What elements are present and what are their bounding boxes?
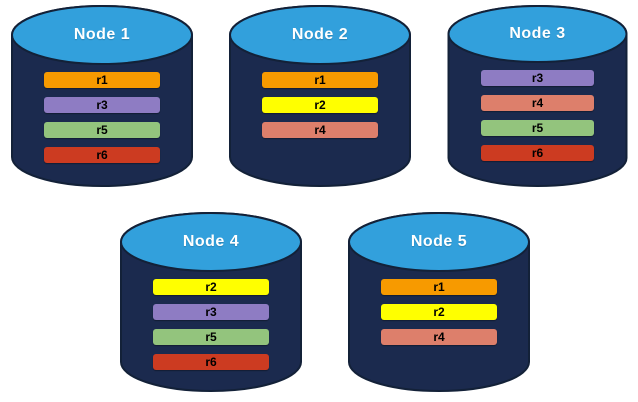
record-bar[interactable]: r5 <box>44 122 160 138</box>
record-list: r1 r3 r5 r6 <box>10 72 194 163</box>
record-label: r6 <box>205 355 217 369</box>
record-list: r1 r2 r4 <box>347 279 531 345</box>
cylinder-shape <box>120 212 302 392</box>
record-bar[interactable]: r5 <box>481 120 594 136</box>
record-label: r1 <box>96 73 108 87</box>
cylinder-top-cap <box>229 5 411 65</box>
cylinder-top-cap <box>120 212 302 272</box>
record-label: r4 <box>531 96 544 110</box>
record-bar[interactable]: r3 <box>481 70 594 86</box>
record-label: r2 <box>205 280 217 294</box>
record-label: r4 <box>433 330 445 344</box>
record-label: r6 <box>531 146 544 160</box>
cylinder-shape <box>229 5 411 187</box>
record-list: r1 r2 r4 <box>228 72 412 138</box>
record-label: r5 <box>96 123 108 137</box>
cylinder-shape <box>348 212 530 392</box>
cylinder-shape <box>11 5 193 187</box>
record-bar[interactable]: r4 <box>481 95 594 111</box>
record-bar[interactable]: r1 <box>44 72 160 88</box>
record-bar[interactable]: r2 <box>262 97 378 113</box>
cylinder-top-cap <box>348 212 530 272</box>
record-label: r3 <box>205 305 217 319</box>
record-bar[interactable]: r3 <box>44 97 160 113</box>
record-label: r2 <box>314 98 326 112</box>
record-bar[interactable]: r2 <box>153 279 269 295</box>
record-label: r1 <box>433 280 445 294</box>
record-label: r6 <box>96 148 108 162</box>
cylinder-top-cap <box>11 5 193 65</box>
record-bar[interactable]: r1 <box>381 279 497 295</box>
record-bar[interactable]: r2 <box>381 304 497 320</box>
record-bar[interactable]: r4 <box>262 122 378 138</box>
record-label: r5 <box>531 121 544 135</box>
record-list: r3 r4 r5 r6 <box>447 70 628 161</box>
record-bar[interactable]: r5 <box>153 329 269 345</box>
record-label: r4 <box>314 123 326 137</box>
record-label: r5 <box>205 330 217 344</box>
record-label: r2 <box>433 305 445 319</box>
record-bar[interactable]: r6 <box>44 147 160 163</box>
record-bar[interactable]: r4 <box>381 329 497 345</box>
record-bar[interactable]: r1 <box>262 72 378 88</box>
record-bar[interactable]: r6 <box>153 354 269 370</box>
record-label: r3 <box>531 71 544 85</box>
record-label: r1 <box>314 73 326 87</box>
record-label: r3 <box>96 98 108 112</box>
record-list: r2 r3 r5 r6 <box>119 279 303 370</box>
record-bar[interactable]: r3 <box>153 304 269 320</box>
record-bar[interactable]: r6 <box>481 145 594 161</box>
cylinder-top-cap <box>447 5 628 63</box>
